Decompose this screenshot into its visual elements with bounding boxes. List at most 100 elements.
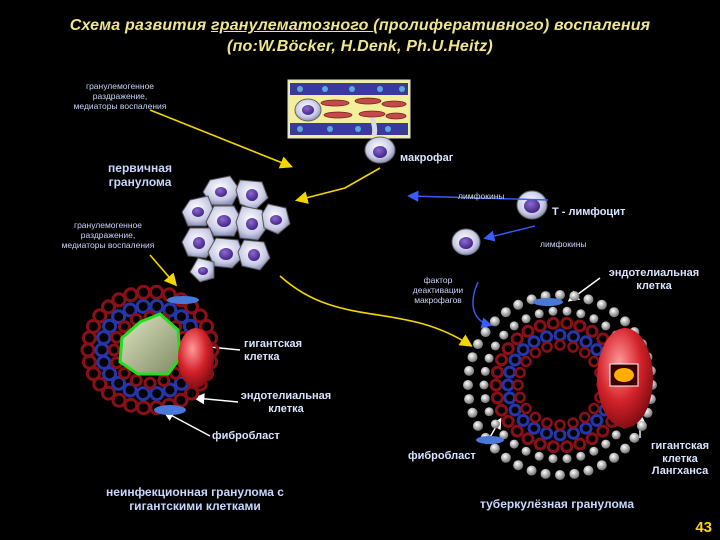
lymphocyte-dot bbox=[569, 291, 580, 302]
lymphocyte-dot bbox=[480, 327, 491, 338]
lymphocyte-dot bbox=[509, 439, 519, 449]
ring-cell bbox=[490, 391, 504, 405]
ring-cell bbox=[567, 426, 580, 440]
label-t-lymphocyte: Т - лимфоцит bbox=[552, 206, 626, 218]
ring-cell bbox=[521, 432, 535, 446]
ring-cell bbox=[96, 354, 112, 370]
ring-cell bbox=[173, 309, 189, 325]
tuberculous-granuloma bbox=[463, 290, 657, 480]
lymphocyte-dot bbox=[473, 420, 483, 431]
ring-cell bbox=[554, 419, 566, 431]
lymphocyte-dot bbox=[611, 430, 621, 440]
ring-cell bbox=[521, 324, 535, 338]
lymphocyte-dot bbox=[620, 443, 631, 454]
lymphocyte-dot bbox=[479, 380, 489, 390]
title-line-1: Схема развития гранулематозного (пролифе… bbox=[0, 17, 720, 35]
lymphocyte-dot bbox=[467, 407, 478, 418]
ring-cell bbox=[554, 339, 566, 351]
ring-cell bbox=[111, 375, 127, 391]
ring-cell bbox=[80, 342, 96, 358]
label-fibroblast-right: фибробласт bbox=[408, 450, 476, 462]
ring-cell bbox=[503, 365, 517, 379]
noninfectious-granuloma bbox=[80, 284, 220, 416]
lymphocyte-dot bbox=[609, 307, 620, 318]
ring-cell bbox=[122, 302, 138, 318]
ring-cell bbox=[162, 302, 178, 318]
ring-cell bbox=[579, 335, 593, 349]
label-activation-factor: фактор деактивации макрофагов bbox=[412, 275, 464, 305]
lymphocyte-dot bbox=[601, 439, 611, 449]
ring-cell bbox=[508, 403, 522, 417]
lymphocyte-dot bbox=[490, 419, 500, 429]
label-lymphokines-1: лимфокины bbox=[458, 191, 505, 201]
ring-cell bbox=[520, 355, 532, 368]
label-fibroblast-left: фибробласт bbox=[212, 430, 280, 442]
ring-cell bbox=[490, 365, 504, 379]
ring-cell bbox=[588, 402, 600, 415]
lymphocyte-dot bbox=[499, 330, 509, 340]
ring-cell bbox=[184, 385, 199, 401]
lymphocyte-dot bbox=[489, 443, 500, 454]
ring-cell bbox=[107, 343, 121, 357]
ring-cell bbox=[546, 316, 560, 330]
lymphocyte-dot bbox=[562, 306, 572, 316]
ring-cell bbox=[118, 366, 131, 380]
ring-cell bbox=[149, 284, 164, 300]
ring-cell bbox=[81, 354, 97, 370]
ring-cell bbox=[573, 319, 587, 333]
lymphocyte-dot bbox=[576, 451, 586, 461]
ring-cell bbox=[123, 397, 139, 413]
ring-cell bbox=[585, 432, 599, 446]
lymphocyte-dot bbox=[500, 307, 511, 318]
ring-cell bbox=[588, 355, 600, 368]
ring-cell bbox=[596, 424, 610, 438]
ring-cell bbox=[149, 386, 165, 402]
lymphocyte-dot bbox=[480, 394, 490, 404]
lymphocyte-dot bbox=[540, 468, 551, 479]
macrophage-cell bbox=[364, 136, 396, 164]
lymphocyte-dot bbox=[490, 341, 500, 351]
t-lymphocyte-cell bbox=[516, 190, 548, 220]
ring-cell bbox=[567, 417, 579, 429]
ring-cell bbox=[123, 287, 139, 303]
lymphocyte-dot bbox=[620, 316, 631, 327]
lymphocyte-dot bbox=[637, 420, 647, 431]
lymphocyte-dot bbox=[467, 352, 478, 363]
ring-cell bbox=[149, 298, 165, 314]
label-lymphokines-2: лимфокины bbox=[540, 239, 587, 249]
lymphocyte-dot bbox=[499, 430, 509, 440]
lymphocyte-dot bbox=[484, 407, 494, 417]
lymphocyte-dot bbox=[562, 454, 572, 464]
title-prefix: Схема развития bbox=[69, 17, 211, 34]
ring-cell bbox=[118, 320, 131, 334]
lymphocyte-dot bbox=[583, 294, 594, 305]
label-endothelial-left: эндотелиальная клетка bbox=[240, 390, 332, 415]
lymphocyte-dot bbox=[555, 290, 565, 300]
ring-cell bbox=[169, 366, 182, 380]
ring-cell bbox=[510, 332, 524, 346]
ring-cell bbox=[192, 308, 208, 324]
ring-cell bbox=[489, 378, 503, 392]
lymphocyte-dot bbox=[463, 380, 473, 390]
label-langhans: гигантская клетка Лангханса bbox=[650, 440, 710, 478]
primary-granuloma-cluster bbox=[181, 175, 291, 283]
ring-cell bbox=[590, 343, 604, 357]
ring-cell bbox=[553, 328, 567, 342]
ring-cell bbox=[143, 376, 157, 390]
ring-cell bbox=[529, 411, 542, 424]
ring-cell bbox=[101, 385, 116, 401]
ring-cell bbox=[94, 342, 110, 358]
lymphocyte-dot bbox=[484, 353, 494, 363]
ring-cell bbox=[122, 382, 138, 398]
lymphocyte-dot bbox=[576, 309, 586, 319]
blood-vessel bbox=[287, 79, 411, 139]
lymphocyte-dot bbox=[509, 321, 519, 331]
ring-cell bbox=[516, 413, 530, 427]
ring-cell bbox=[501, 342, 515, 356]
ring-cell bbox=[510, 424, 524, 438]
lymphocyte-dot bbox=[521, 446, 531, 456]
ring-cell bbox=[508, 353, 522, 367]
label-giant-cell: гигантская клетка bbox=[244, 338, 303, 363]
ring-cell bbox=[101, 299, 116, 315]
